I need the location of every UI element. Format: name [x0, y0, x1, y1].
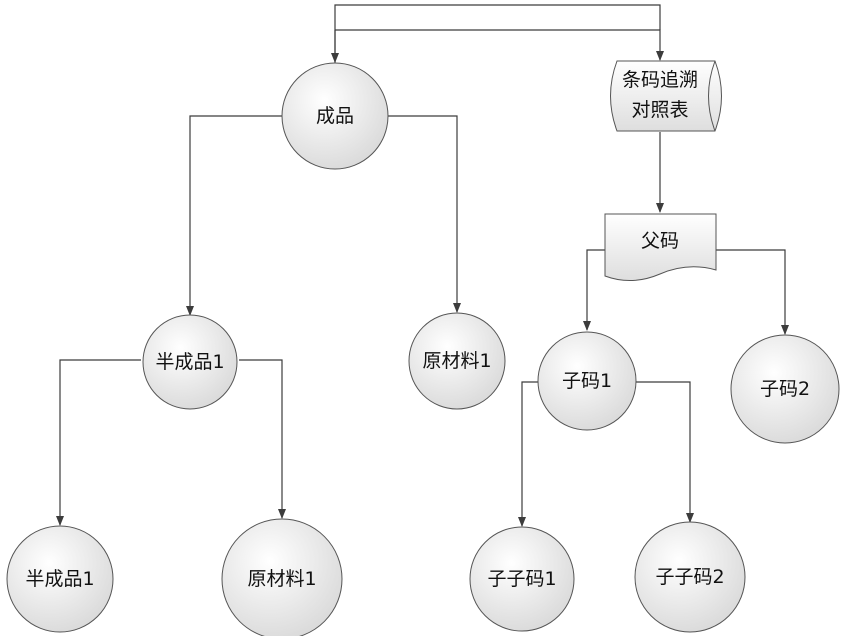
- node-parent-code-label: 父码: [641, 230, 679, 252]
- edge-finished-to-raw: [388, 115, 461, 313]
- node-trace-table-label-line2: 对照表: [631, 99, 688, 121]
- node-grandchild1-circle: [469, 526, 575, 632]
- node-trace-table-edge-line: [708, 60, 716, 132]
- node-grandchild2-circle: [634, 521, 746, 633]
- node-child2-circle: [730, 334, 840, 444]
- node-raw-mid-label: 原材料1: [422, 350, 491, 372]
- node-semi-mid-circle: [142, 314, 238, 410]
- node-semi-mid[interactable]: 半成品1: [142, 314, 238, 410]
- node-parent-code-shape: [604, 213, 717, 281]
- node-child1[interactable]: 子码1: [537, 331, 637, 431]
- edge-finished-to-semi: [186, 115, 282, 316]
- node-semi-bottom-circle: [6, 525, 114, 633]
- edge-semi-to-raw-bottom: [239, 359, 286, 519]
- edge-child1-to-grandchild1: [518, 381, 538, 527]
- node-grandchild2[interactable]: 子子码2: [634, 521, 746, 633]
- node-child1-label: 子码1: [562, 370, 612, 392]
- node-raw-bottom-label: 原材料1: [247, 568, 316, 590]
- node-grandchild1-label: 子子码1: [487, 568, 556, 590]
- node-finished-circle: [281, 62, 389, 170]
- node-grandchild2-label: 子子码2: [655, 566, 724, 588]
- node-raw-mid-circle: [408, 312, 506, 410]
- node-raw-bottom-circle: [221, 518, 343, 636]
- edge-parent-to-child2: [716, 249, 789, 335]
- node-semi-bottom-label: 半成品1: [25, 568, 94, 590]
- node-raw-mid[interactable]: 原材料1: [408, 312, 506, 410]
- edge-loop-to-trace-table: [335, 29, 664, 61]
- node-parent-code[interactable]: 父码: [604, 213, 717, 281]
- node-semi-mid-label: 半成品1: [155, 351, 224, 373]
- node-child2[interactable]: 子码2: [730, 334, 840, 444]
- node-trace-table[interactable]: 条码追溯 对照表: [610, 60, 722, 132]
- node-semi-bottom[interactable]: 半成品1: [6, 525, 114, 633]
- edge-parent-to-child1: [583, 249, 605, 331]
- node-finished-label: 成品: [316, 105, 354, 127]
- edge-child1-to-grandchild2: [636, 381, 694, 523]
- edge-semi-to-semi-bottom: [56, 359, 141, 526]
- node-trace-table-label-line1: 条码追溯: [622, 69, 698, 91]
- node-child1-circle: [537, 331, 637, 431]
- node-finished[interactable]: 成品: [281, 62, 389, 170]
- edges: [56, 4, 789, 527]
- node-raw-bottom[interactable]: 原材料1: [221, 518, 343, 636]
- node-grandchild1[interactable]: 子子码1: [469, 526, 575, 632]
- edge-top-loop: [334, 4, 661, 66]
- node-child2-label: 子码2: [760, 378, 810, 400]
